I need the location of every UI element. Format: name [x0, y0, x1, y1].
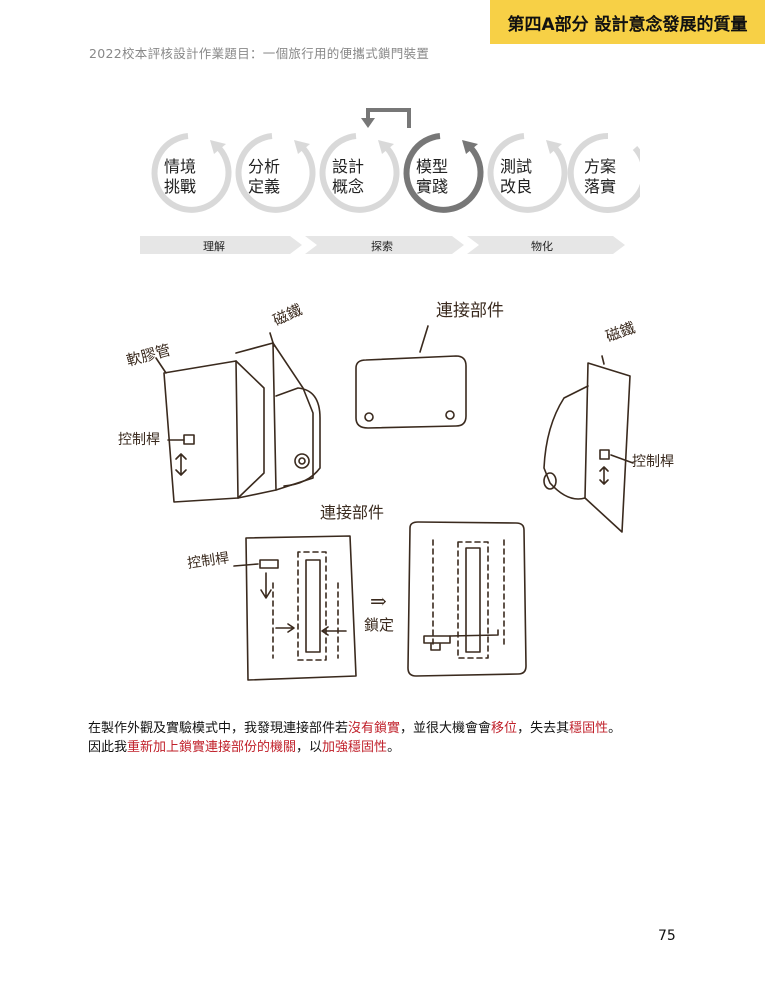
label-lever-right: 控制桿	[632, 454, 674, 470]
left-device-drawing	[155, 332, 321, 503]
label-lever-left: 控制桿	[118, 432, 160, 448]
label-connector-top: 連接部件	[436, 301, 504, 321]
return-arrow	[366, 108, 411, 128]
label-lever-bottom: 控制桿	[186, 550, 230, 572]
prototype-sketch: 磁鐵 連接部件 磁鐵 軟膠管 控制桿 控制桿 連接部件 控制桿 ⇒ 鎖定	[118, 301, 674, 681]
highlight-not-locked: 沒有鎖實	[348, 721, 401, 736]
label-magnet-top: 磁鐵	[270, 301, 305, 330]
label-magnet-right: 磁鐵	[603, 319, 637, 346]
design-process-diagram: 情境 挑戰 分析 定義 設計 概念 模型 實踐 測試 改良 方案 落實 理解 探…	[140, 108, 640, 254]
label-connector-bottom: 連接部件	[320, 503, 384, 522]
connector-plate-drawing	[355, 325, 467, 429]
paragraph-line-2: 因此我重新加上鎖實連接部份的機關，以加強穩固性。	[88, 740, 401, 755]
step-1-line2: 挑戰	[164, 177, 196, 196]
step-1: 情境 挑戰	[151, 133, 232, 213]
paragraph-line-1: 在製作外觀及實驗模式中，我發現連接部件若沒有鎖實，並很大機會會移位，失去其穩固性…	[88, 721, 622, 736]
step-6: 方案 落實	[567, 132, 640, 213]
phase-understand: 理解	[203, 239, 225, 253]
label-arrow: ⇒	[370, 589, 387, 613]
assignment-subtitle: 2022校本評核設計作業題目：一個旅行用的便攜式鎖門裝置	[89, 46, 430, 61]
step-5-line2: 改良	[500, 177, 532, 196]
highlight-strengthen: 加強穩固性	[322, 740, 388, 755]
phase-bar-materialise	[467, 236, 625, 254]
step-5: 測試 改良	[487, 133, 568, 213]
description-text: 在製作外觀及實驗模式中，我發現連接部件若沒有鎖實，並很大機會會移位，失去其穩固性…	[88, 719, 688, 757]
phase-explore: 探索	[371, 239, 393, 253]
step-3-line2: 概念	[332, 177, 364, 196]
step-4-line1: 模型	[416, 157, 448, 176]
locked-plate-drawing	[407, 521, 527, 677]
step-6-line2: 落實	[584, 177, 616, 196]
step-4-active: 模型 實踐	[403, 133, 484, 213]
unlocked-plate-drawing	[233, 535, 357, 681]
section-banner: 第四A部分 設計意念發展的質量	[490, 0, 765, 44]
phase-bar-understand	[140, 236, 302, 254]
step-3: 設計 概念	[319, 133, 400, 213]
phase-materialise: 物化	[531, 239, 553, 253]
step-5-line1: 測試	[500, 157, 532, 176]
step-1-line1: 情境	[164, 157, 196, 176]
step-2-line1: 分析	[248, 157, 280, 176]
step-6-line1: 方案	[584, 157, 616, 176]
step-2: 分析 定義	[235, 133, 316, 213]
phase-bar-explore	[305, 236, 464, 254]
label-lock: 鎖定	[364, 616, 394, 634]
right-device-drawing	[543, 355, 634, 533]
label-rubber-tube: 軟膠管	[124, 341, 172, 370]
return-arrow-head	[361, 118, 375, 128]
step-3-line1: 設計	[332, 157, 364, 176]
highlight-stability: 穩固性	[569, 721, 609, 736]
highlight-shift: 移位	[491, 721, 518, 736]
step-4-line2: 實踐	[416, 177, 448, 196]
step-2-line2: 定義	[248, 177, 280, 196]
page-number: 75	[658, 928, 676, 944]
highlight-mechanism: 重新加上鎖實連接部份的機關	[127, 740, 297, 755]
